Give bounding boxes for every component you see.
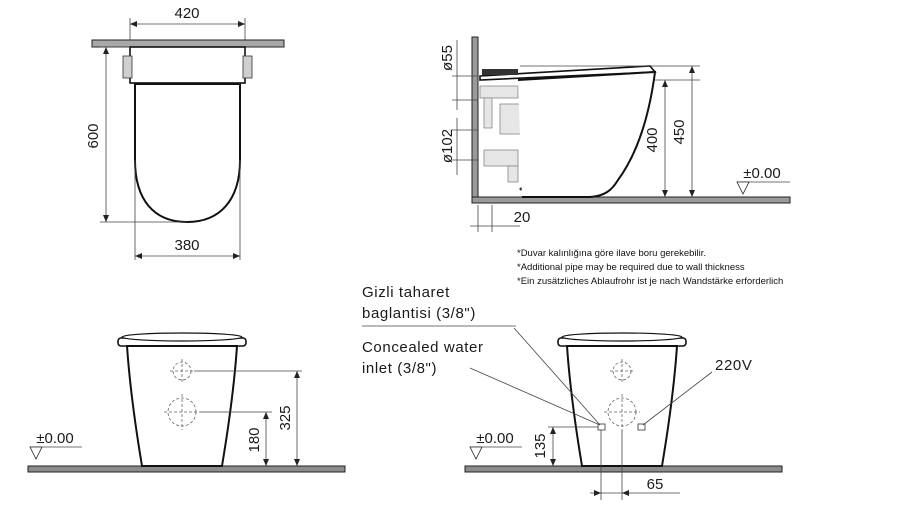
dim-height-400: 400 <box>644 127 661 152</box>
dim-depth: 600 <box>85 123 102 148</box>
label-bidet-line2: baglantisi (3/8") <box>362 305 476 322</box>
drain-elbow <box>483 149 519 167</box>
dim-height-450: 450 <box>671 119 688 144</box>
front-view-left: 180 325 ±0.00 <box>27 332 346 473</box>
level-side: ±0.00 <box>743 165 780 182</box>
power-inlet-fitting <box>637 423 646 431</box>
seat-hinge <box>482 69 518 75</box>
callout-labels: Gizli taharet baglantisi (3/8") Conceale… <box>362 284 752 377</box>
dim-pipe-large: ø102 <box>439 129 456 163</box>
supply-pipe <box>479 85 519 99</box>
note-de: *Ein zusätzliches Ablaufrohr ist je nach… <box>517 276 783 287</box>
label-bidet-line1: Gizli taharet <box>362 284 450 301</box>
wall-plate <box>91 39 285 48</box>
label-voltage: 220V <box>715 357 752 374</box>
note-en: *Additional pipe may be required due to … <box>517 262 745 273</box>
label-water-line2: inlet (3/8") <box>362 360 437 377</box>
bowl-outline-top <box>134 83 241 224</box>
notes: *Duvar kalınlığına göre ilave boru gerek… <box>517 248 783 287</box>
mount-bracket-left <box>122 55 133 79</box>
leader-voltage <box>642 371 713 426</box>
dim-offset-20: 20 <box>514 209 531 226</box>
front-view-right: 135 65 ±0.00 <box>464 327 783 500</box>
side-view: ø55 ø102 400 450 20 ±0.00 <box>439 36 791 232</box>
dim-bottom-width: 380 <box>174 237 199 254</box>
trap-body <box>499 103 523 135</box>
leader-water <box>469 367 601 426</box>
dim-pipe-small: ø55 <box>439 45 456 71</box>
dim-325: 325 <box>277 405 294 430</box>
wall-section <box>471 36 479 201</box>
floor-section <box>471 196 791 204</box>
top-view: 420 600 380 <box>85 5 285 260</box>
note-tr: *Duvar kalınlığına göre ilave boru gerek… <box>517 248 706 259</box>
dim-65: 65 <box>647 476 664 493</box>
drain-outlet <box>507 165 519 183</box>
mount-bracket-right <box>242 55 253 79</box>
level-front-left: ±0.00 <box>36 430 73 447</box>
dim-top-width: 420 <box>174 5 199 22</box>
label-water-line1: Concealed water <box>362 339 484 356</box>
leader-bidet <box>513 327 601 426</box>
tank-outline <box>129 46 246 84</box>
dim-180: 180 <box>246 427 263 452</box>
bowl-outline-side <box>517 70 657 198</box>
level-front-right: ±0.00 <box>476 430 513 447</box>
dim-135: 135 <box>532 433 549 458</box>
riser-pipe <box>483 97 493 129</box>
